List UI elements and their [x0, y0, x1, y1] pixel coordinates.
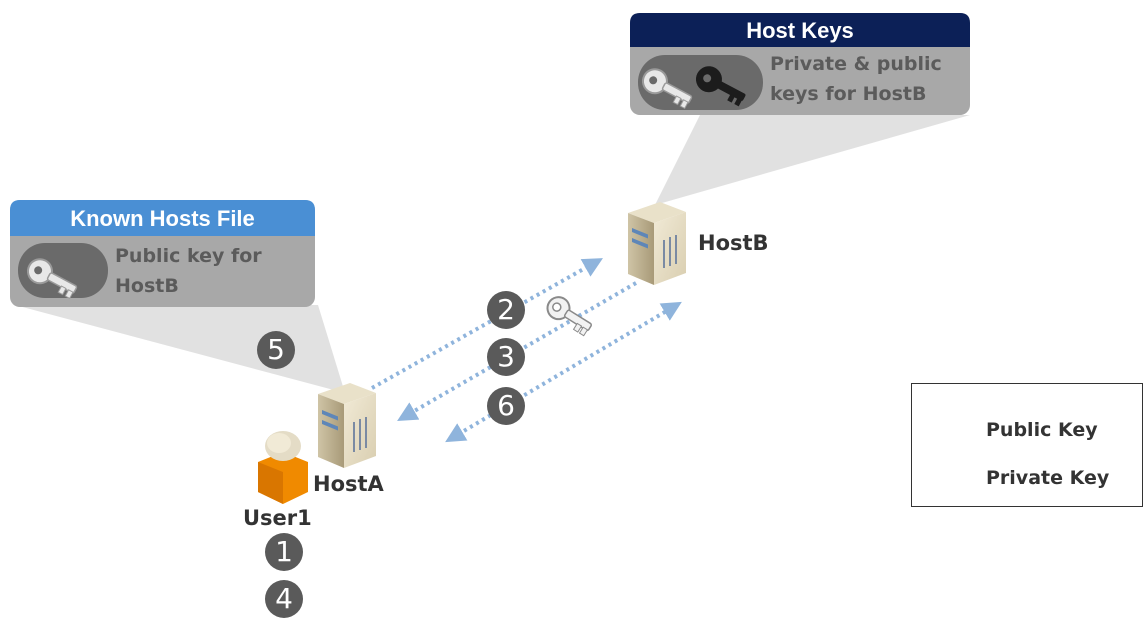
public-key-icon [641, 68, 693, 110]
hosta-server-icon [318, 383, 376, 468]
step-2-badge: 2 [487, 291, 525, 329]
known-hosts-callout-header-bg [10, 200, 315, 236]
step-3-badge: 3 [487, 338, 525, 376]
known-hosts-callout-pointer [15, 305, 345, 393]
step-1-badge: 1 [265, 533, 303, 571]
legend-box [911, 383, 1143, 507]
user-icon [258, 431, 308, 504]
known-hosts-pill [18, 243, 108, 298]
host-keys-text-line2: keys for HostB [770, 83, 927, 105]
public-key-icon [26, 258, 78, 300]
known-hosts-title: Known Hosts File [70, 206, 255, 231]
public-key-icon [546, 296, 592, 337]
host-keys-callout-pointer [655, 115, 970, 205]
step-5-badge: 5 [257, 331, 295, 369]
legend-private-key-label: Private Key [986, 467, 1110, 489]
host-keys-text-line1: Private & public [770, 53, 942, 75]
known-hosts-text-line1: Public key for [115, 245, 262, 267]
host-keys-callout-header-bg [630, 13, 970, 47]
host-keys-title: Host Keys [746, 18, 854, 43]
step-6-badge: 6 [487, 387, 525, 425]
step-4-badge: 4 [265, 580, 303, 618]
hosta-label: HostA [313, 472, 384, 496]
hostb-server-icon [628, 202, 686, 285]
private-key-icon [695, 66, 746, 107]
known-hosts-text-line2: HostB [115, 275, 179, 297]
user1-label: User1 [243, 506, 312, 530]
legend-public-key-label: Public Key [986, 419, 1098, 441]
hostb-label: HostB [698, 231, 769, 255]
